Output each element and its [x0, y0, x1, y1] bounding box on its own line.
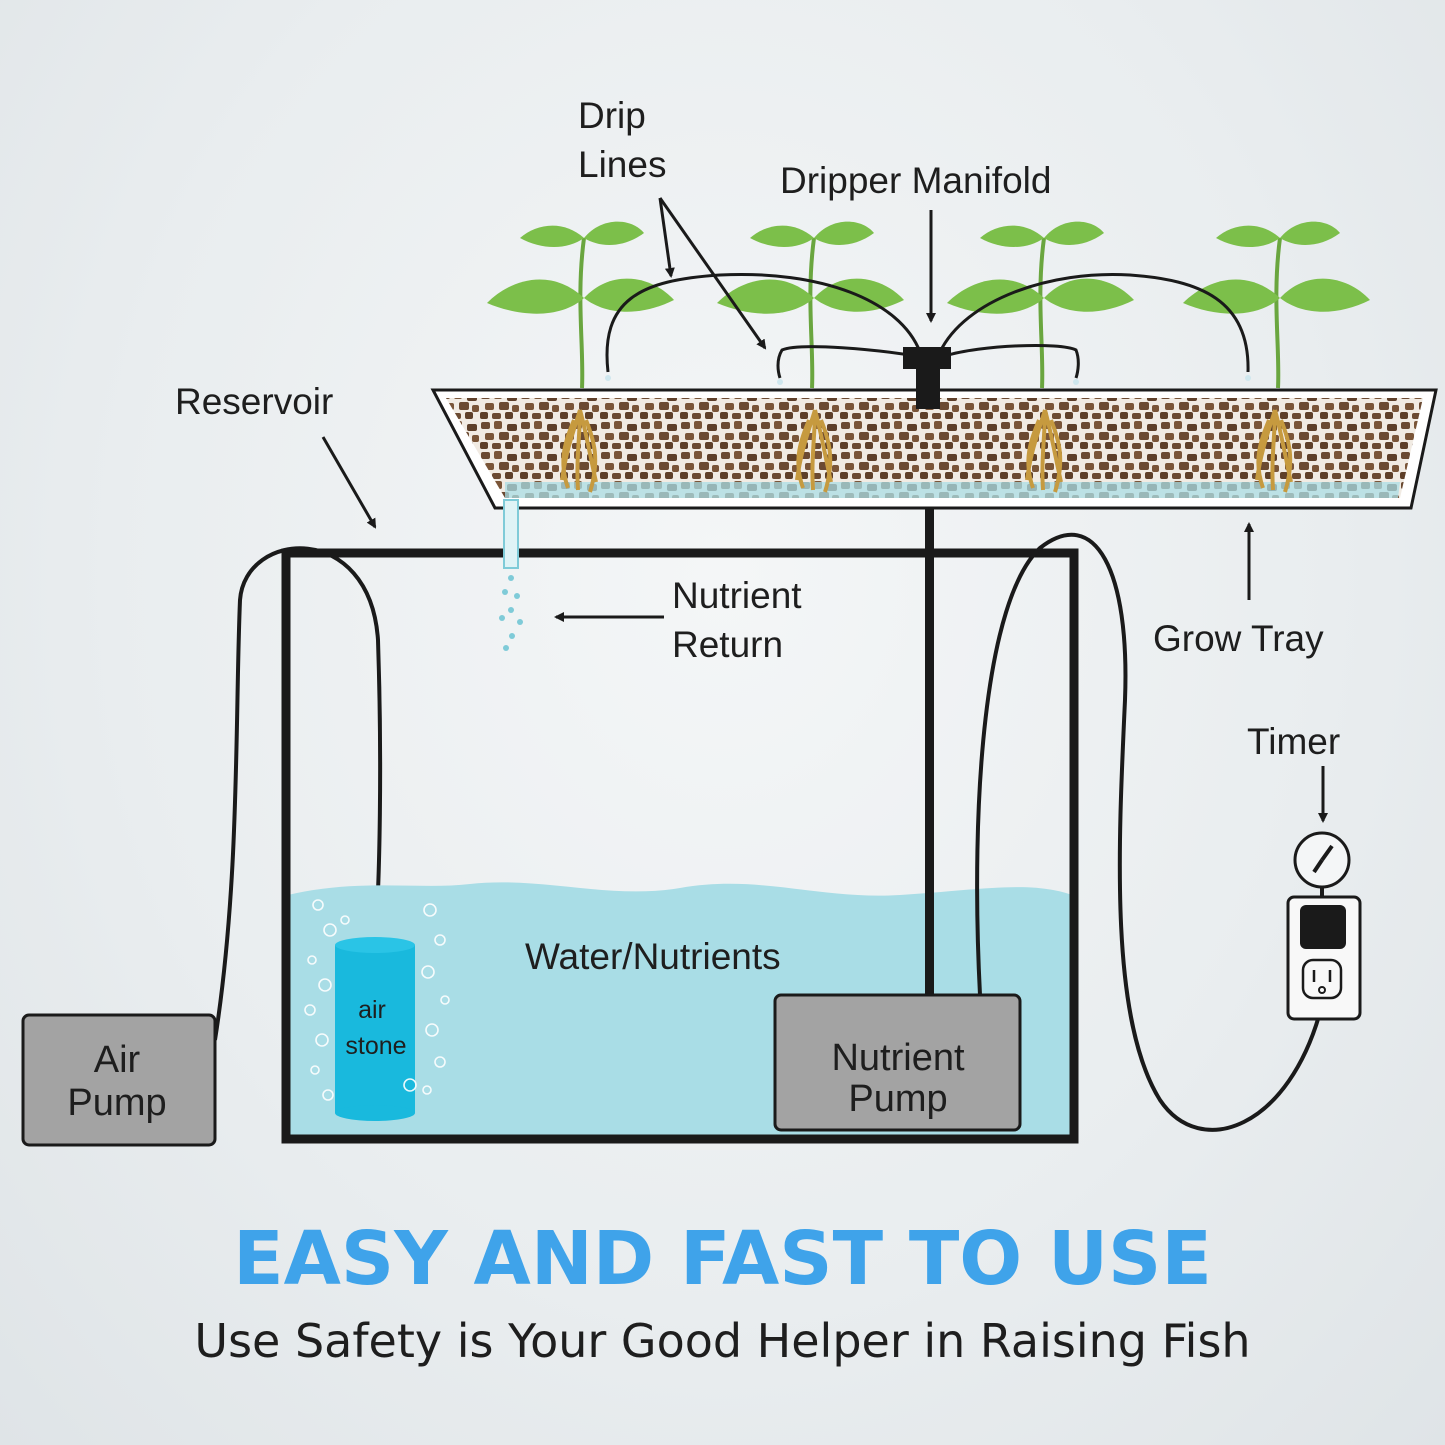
feed-pipe — [925, 350, 934, 1000]
air-pump-label-1: Air — [94, 1039, 141, 1081]
nutrient-pump: Nutrient Pump — [773, 993, 1022, 1132]
label-drip-1: Drip — [578, 95, 646, 136]
timer — [1286, 831, 1362, 1021]
nutrient-return-pipe — [499, 499, 523, 651]
dripper-manifold — [903, 347, 951, 369]
power-outlet-icon — [1286, 895, 1362, 1021]
bubbles — [304, 899, 450, 1101]
timer-cord — [975, 533, 1324, 1132]
label-dripper-manifold: Dripper Manifold — [780, 160, 1051, 201]
reservoir-tank — [281, 548, 1079, 1144]
label-nutrient-return-1: Nutrient — [672, 575, 802, 616]
nutrient-pump-label-2: Pump — [848, 1078, 947, 1120]
air-stone-label-1: air — [358, 996, 386, 1024]
air-pump: Air Pump — [21, 1013, 217, 1147]
seedling-icon — [945, 219, 1136, 390]
label-grow-tray: Grow Tray — [1153, 618, 1324, 659]
headline: EASY AND FAST TO USE — [233, 1216, 1212, 1302]
callout-arrows — [321, 197, 1328, 823]
label-drip-2: Lines — [578, 144, 666, 185]
label-water-nutrients: Water/Nutrients — [525, 936, 781, 977]
air-pump-label-2: Pump — [67, 1082, 166, 1124]
air-stone-label-2: stone — [345, 1032, 406, 1060]
water-droplet-icon — [499, 575, 523, 651]
seedling-icon — [1181, 219, 1372, 390]
nutrient-pump-label-1: Nutrient — [831, 1037, 964, 1079]
label-nutrient-return-2: Return — [672, 624, 783, 665]
label-reservoir: Reservoir — [175, 381, 333, 422]
seedling-icon — [485, 219, 676, 390]
drip-lines — [605, 272, 1250, 379]
subline: Use Safety is Your Good Helper in Raisin… — [194, 1314, 1251, 1368]
air-stone: air stone — [335, 937, 415, 1121]
label-timer: Timer — [1247, 721, 1340, 762]
grow-tray — [430, 388, 1438, 510]
